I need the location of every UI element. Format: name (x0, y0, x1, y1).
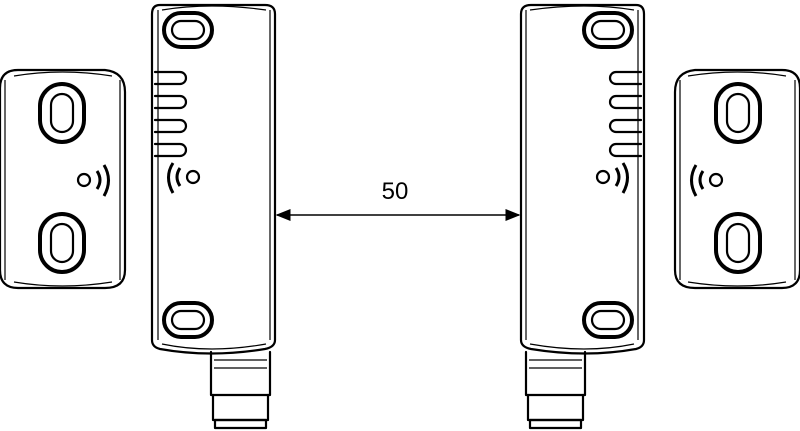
dimension-label: 50 (382, 178, 409, 205)
sensor-right (519, 3, 646, 430)
actuator-right (673, 68, 800, 290)
actuator-left (0, 68, 127, 290)
sensor-left (150, 3, 277, 430)
